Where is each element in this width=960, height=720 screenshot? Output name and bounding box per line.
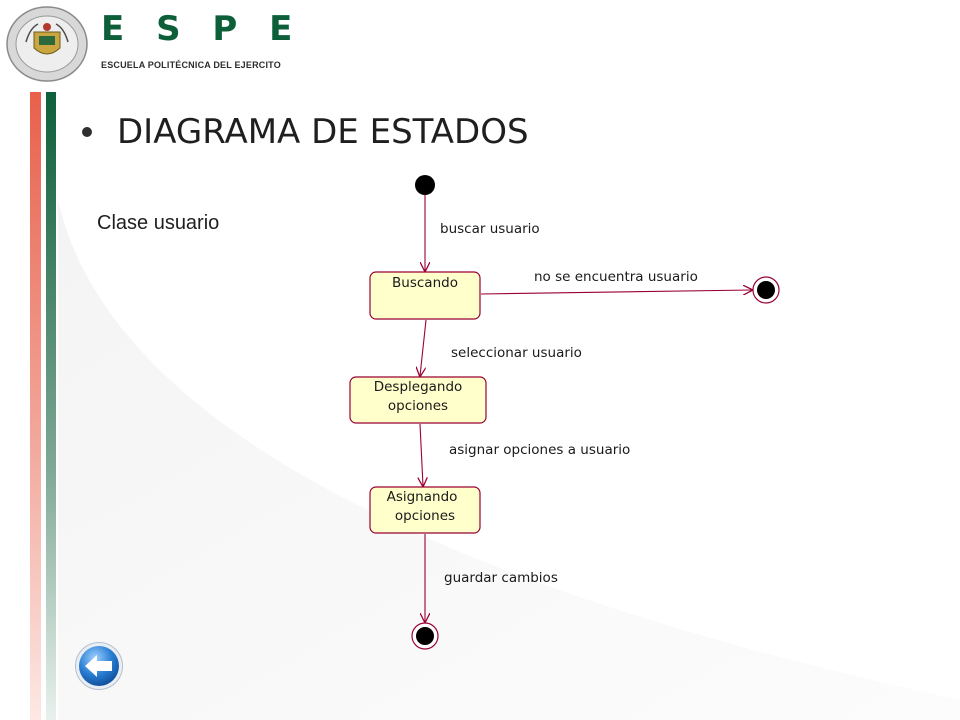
- arrow-left-icon: [85, 655, 112, 677]
- state-desplegando: Desplegando opciones: [349, 376, 487, 424]
- green-stripe: [46, 92, 56, 720]
- final-state-not-found: [752, 276, 780, 304]
- title-row: DIAGRAMA DE ESTADOS: [82, 112, 529, 152]
- page-title: DIAGRAMA DE ESTADOS: [117, 112, 529, 152]
- transition-buscar-usuario-label: buscar usuario: [440, 221, 540, 237]
- diagram-subtitle: Clase usuario: [97, 212, 220, 234]
- transition-guardar-cambios-label: guardar cambios: [444, 570, 558, 586]
- espe-seal-logo: [6, 6, 88, 82]
- transition-seleccionar-usuario: seleccionar usuario: [420, 319, 582, 376]
- red-stripe: [30, 92, 41, 720]
- espe-logo-text: E S P E: [101, 9, 293, 49]
- espe-logo-subtitle: ESCUELA POLITÉCNICA DEL EJERCITO: [101, 60, 281, 70]
- bullet-icon: [82, 127, 92, 137]
- state-asignando: Asignando opciones: [369, 486, 481, 534]
- back-button[interactable]: [74, 641, 124, 691]
- state-buscando: Buscando: [369, 271, 481, 320]
- transition-no-se-encuentra-label: no se encuentra usuario: [534, 269, 698, 285]
- initial-state: [415, 175, 435, 195]
- transition-seleccionar-usuario-label: seleccionar usuario: [451, 345, 582, 361]
- state-buscando-label: Buscando: [392, 275, 458, 291]
- transition-no-se-encuentra: no se encuentra usuario: [480, 269, 752, 294]
- background-curve: [58, 200, 960, 720]
- transition-buscar-usuario: buscar usuario: [425, 195, 540, 271]
- state-asignando-label-2: opciones: [395, 508, 455, 524]
- state-desplegando-label-2: opciones: [388, 398, 448, 414]
- transition-asignar-opciones-label: asignar opciones a usuario: [449, 442, 630, 458]
- state-desplegando-label-1: Desplegando: [374, 379, 463, 395]
- transition-asignar-opciones: asignar opciones a usuario: [420, 423, 630, 486]
- state-asignando-label-1: Asignando: [387, 489, 458, 505]
- final-state-saved: [411, 622, 439, 650]
- transition-guardar-cambios: guardar cambios: [425, 534, 558, 622]
